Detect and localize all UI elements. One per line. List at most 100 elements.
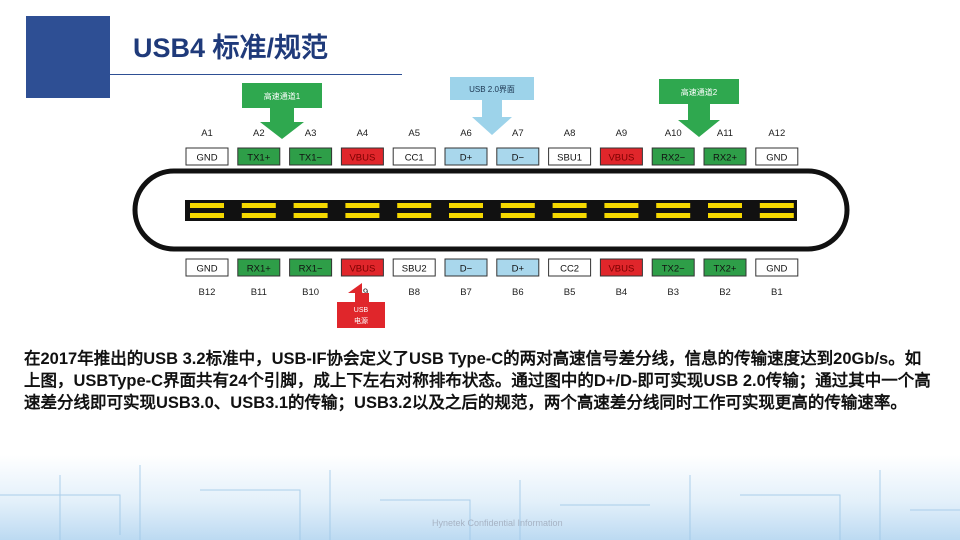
pin-label-a6: D+ bbox=[460, 153, 473, 164]
contact-bottom-6 bbox=[449, 213, 483, 218]
pin-label-b10: RX1− bbox=[299, 264, 323, 275]
contact-top-1 bbox=[190, 203, 224, 208]
pin-id-b2: B2 bbox=[719, 287, 731, 298]
pin-label-b2: TX2+ bbox=[714, 264, 737, 275]
contact-bottom-2 bbox=[241, 213, 276, 218]
pin-label-b5: CC2 bbox=[560, 264, 579, 275]
pin-box-b4 bbox=[599, 258, 643, 277]
contact-bottom-9 bbox=[604, 213, 639, 218]
contact-top-5 bbox=[397, 203, 432, 208]
pin-id-b3: B3 bbox=[667, 287, 679, 298]
callout-usb-power-text-1: USB bbox=[354, 307, 369, 314]
contact-top-11 bbox=[708, 203, 742, 208]
callout-usb-power-text-2: 电源 bbox=[354, 316, 368, 325]
callout-hs-lane-1-box bbox=[242, 83, 322, 108]
callout-hs-lane-1: 高速通道1 bbox=[242, 83, 322, 139]
pin-label-a2: TX1+ bbox=[247, 153, 270, 164]
pin-box-a8 bbox=[548, 147, 592, 166]
contact-top-2 bbox=[241, 203, 276, 208]
pin-box-b5 bbox=[548, 258, 592, 277]
pin-label-a3: TX1− bbox=[299, 153, 322, 164]
callout-usb2: USB 2.0界面 bbox=[450, 77, 534, 135]
callout-usb-power-arrow bbox=[348, 283, 369, 305]
pin-box-b7 bbox=[444, 258, 488, 277]
pin-box-b11 bbox=[237, 258, 281, 277]
pin-id-b12: B12 bbox=[199, 287, 216, 298]
callout-hs-lane-2-arrow bbox=[678, 104, 720, 137]
pin-label-b3: TX2− bbox=[662, 264, 685, 275]
contact-top-3 bbox=[293, 203, 328, 208]
pin-box-b10 bbox=[289, 258, 333, 277]
pin-label-b12: GND bbox=[196, 264, 217, 275]
pin-box-a5 bbox=[392, 147, 436, 166]
pin-label-a8: SBU1 bbox=[557, 153, 582, 164]
contact-top-12 bbox=[759, 203, 794, 208]
contact-top-9 bbox=[604, 203, 639, 208]
contact-top-4 bbox=[345, 203, 380, 208]
callout-hs-lane-1-text: 高速通道1 bbox=[264, 91, 301, 101]
contact-bottom-5 bbox=[397, 213, 432, 218]
pin-id-a2: A2 bbox=[253, 128, 265, 139]
pin-box-b6 bbox=[496, 258, 540, 277]
pin-box-a9 bbox=[599, 147, 643, 166]
footer-circuit-decoration bbox=[0, 465, 960, 540]
pin-label-a7: D− bbox=[512, 153, 525, 164]
pin-box-b2 bbox=[703, 258, 747, 277]
pin-label-a12: GND bbox=[766, 153, 787, 164]
pin-id-b5: B5 bbox=[564, 287, 576, 298]
contact-bottom-7 bbox=[500, 213, 535, 218]
pin-id-b11: B11 bbox=[251, 287, 267, 298]
contacts-group bbox=[190, 203, 794, 218]
callout-hs-lane-2: 高速通道2 bbox=[659, 79, 739, 137]
contact-bottom-3 bbox=[293, 213, 328, 218]
pin-id-a10: A10 bbox=[665, 128, 682, 139]
pin-box-a4 bbox=[340, 147, 384, 166]
title-underline bbox=[110, 74, 402, 75]
top-pin-row: A1GNDA2TX1+A3TX1−A4VBUSA5CC1A6D+A7D−A8SB… bbox=[185, 128, 799, 166]
pin-box-a11 bbox=[703, 147, 747, 166]
pin-id-a4: A4 bbox=[357, 128, 369, 139]
pin-label-b9: VBUS bbox=[349, 264, 375, 275]
pin-label-a4: VBUS bbox=[349, 153, 375, 164]
pin-box-a6 bbox=[444, 147, 488, 166]
connector-tongue bbox=[185, 200, 797, 221]
pin-box-b1 bbox=[755, 258, 799, 277]
contact-bottom-12 bbox=[759, 213, 794, 218]
pin-label-a9: VBUS bbox=[608, 153, 634, 164]
pin-label-a11: RX2+ bbox=[713, 153, 737, 164]
callout-hs-lane-2-box bbox=[659, 79, 739, 104]
pin-box-a3 bbox=[289, 147, 333, 166]
pin-id-a7: A7 bbox=[512, 128, 524, 139]
pin-id-a1: A1 bbox=[201, 128, 213, 139]
pin-box-a10 bbox=[651, 147, 695, 166]
pin-label-b6: D+ bbox=[512, 264, 525, 275]
pin-box-a1 bbox=[185, 147, 229, 166]
callout-usb2-arrow bbox=[472, 100, 512, 135]
pin-label-b4: VBUS bbox=[608, 264, 634, 275]
pin-id-a6: A6 bbox=[460, 128, 472, 139]
pin-label-b1: GND bbox=[766, 264, 787, 275]
page-title: USB4 标准/规范 bbox=[133, 33, 329, 63]
pin-label-b11: RX1+ bbox=[247, 264, 271, 275]
contact-top-8 bbox=[552, 203, 587, 208]
callout-usb-power-box bbox=[337, 302, 385, 328]
contact-bottom-4 bbox=[345, 213, 380, 218]
pin-box-b8 bbox=[392, 258, 436, 277]
pin-box-a7 bbox=[496, 147, 540, 166]
callout-usb2-text: USB 2.0界面 bbox=[469, 85, 515, 94]
callout-usb2-box bbox=[450, 77, 534, 100]
contact-bottom-8 bbox=[552, 213, 587, 218]
pin-id-b10: B10 bbox=[302, 287, 319, 298]
callout-hs-lane-2-text: 高速通道2 bbox=[681, 87, 718, 97]
contact-bottom-11 bbox=[708, 213, 742, 218]
pin-label-b8: SBU2 bbox=[402, 264, 427, 275]
pin-id-b6: B6 bbox=[512, 287, 524, 298]
pin-label-a10: RX2− bbox=[661, 153, 685, 164]
pin-box-b3 bbox=[651, 258, 695, 277]
pin-id-b4: B4 bbox=[616, 287, 628, 298]
pin-id-a8: A8 bbox=[564, 128, 576, 139]
pin-id-b8: B8 bbox=[408, 287, 420, 298]
pin-box-b9 bbox=[340, 258, 384, 277]
bottom-pin-row: B12GNDB11RX1+B10RX1−B9VBUSB8SBU2B7D−B6D+… bbox=[185, 258, 799, 298]
pin-box-a12 bbox=[755, 147, 799, 166]
